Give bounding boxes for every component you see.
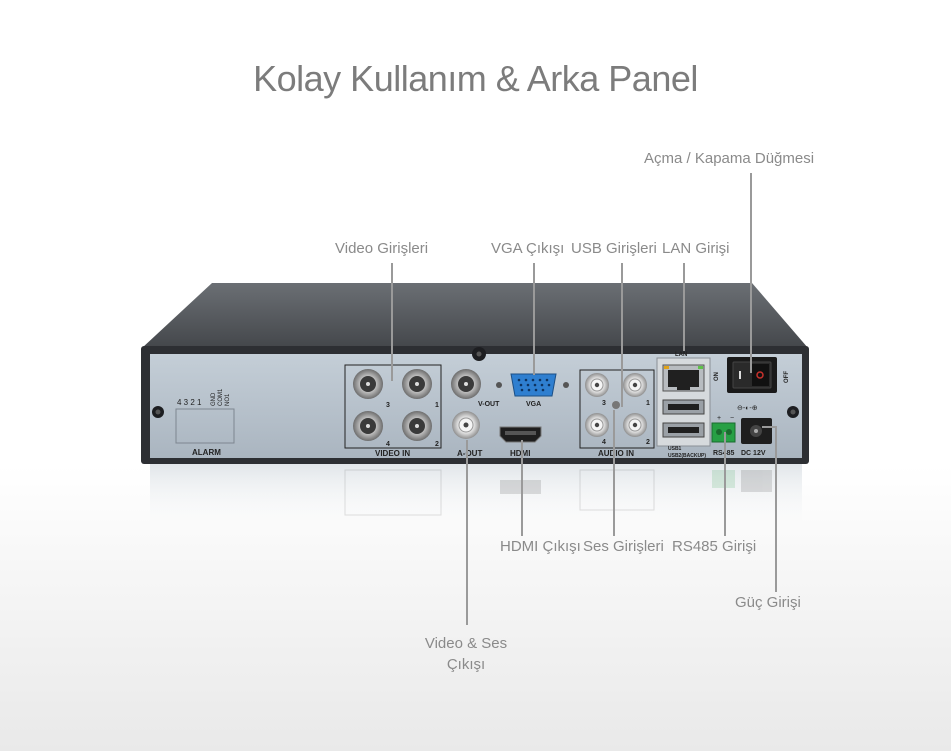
callout-line-lan: [683, 263, 685, 351]
svg-text:4: 4: [602, 439, 606, 446]
callout-line-video-in: [391, 263, 393, 381]
on-label: ON: [714, 372, 720, 381]
callout-line-av-out: [466, 440, 468, 625]
callout-line-audio-in: [613, 410, 615, 536]
svg-text:−: −: [730, 415, 734, 422]
callout-vga-out: VGA Çıkışı: [491, 240, 565, 257]
svg-text:1: 1: [646, 400, 650, 407]
audio-in-box: [579, 369, 655, 449]
callout-line-power-switch: [750, 173, 752, 373]
callout-power-in: Güç Girişi: [735, 594, 801, 611]
page-title: Kolay Kullanım & Arka Panel: [253, 58, 698, 99]
callout-lan: LAN Girişi: [662, 240, 730, 257]
rs485-label: RS485: [713, 450, 735, 457]
callout-line-usb: [621, 263, 623, 407]
alarm-pin-numbers: 4 3 2 1: [177, 398, 202, 407]
bnc-connector-3: [353, 369, 383, 399]
bnc-connector-2: [402, 411, 432, 441]
rs485-terminal: [711, 422, 736, 443]
hdmi-label: HDMI: [510, 449, 530, 458]
svg-text:2: 2: [435, 441, 439, 448]
callout-rs485: RS485 Girişi: [672, 538, 757, 555]
callout-line-vga: [533, 263, 535, 375]
a-out-label: A-OUT: [457, 449, 482, 458]
callout-audio-in: Ses Girişleri: [583, 538, 664, 555]
svg-text:2: 2: [646, 439, 650, 446]
vga-label: VGA: [526, 401, 541, 408]
svg-text:3: 3: [602, 400, 606, 407]
svg-text:⊖-◐-⊕: ⊖-◐-⊕: [737, 405, 758, 412]
callout-av-out-line1: Video & Ses: [424, 635, 508, 652]
svg-text:1: 1: [435, 402, 439, 409]
rca-input-4: [585, 413, 609, 437]
v-out-label: V-OUT: [478, 401, 500, 408]
callout-power-switch: Açma / Kapama Düğmesi: [644, 150, 815, 167]
svg-text:3: 3: [386, 402, 390, 409]
callout-line-power-in: [775, 426, 777, 592]
bnc-connector-4: [353, 411, 383, 441]
video-in-box: [344, 364, 442, 449]
off-label: OFF: [784, 371, 790, 383]
v-out-connector: [451, 369, 481, 399]
usb2-label: USB2(BACKUP): [668, 453, 706, 459]
lan-label: LAN: [675, 352, 687, 358]
rca-input-3: [585, 373, 609, 397]
callout-video-in: Video Girişleri: [335, 240, 429, 257]
svg-text:4: 4: [386, 441, 390, 448]
rca-input-1: [623, 373, 647, 397]
rca-input-2: [623, 413, 647, 437]
svg-text:+: +: [717, 415, 721, 422]
usb1-label: USB1: [668, 446, 682, 452]
alarm-label: ALARM: [192, 448, 221, 457]
callout-av-out-line2: Çıkışı: [446, 656, 486, 673]
audio-in-label: AUDIO IN: [598, 449, 634, 458]
video-in-label: VIDEO IN: [375, 449, 410, 458]
callout-line-hdmi: [521, 440, 523, 536]
alarm-terminal: [175, 408, 235, 444]
callout-line-rs485: [724, 432, 726, 536]
bnc-connector-1: [402, 369, 432, 399]
gnd-label: GND: [211, 392, 217, 406]
device-reflection: [150, 464, 802, 534]
callout-usb: USB Girişleri: [571, 240, 657, 257]
device-lid: [142, 283, 808, 348]
callout-line-power-in-h: [762, 426, 776, 428]
com1-label: COM1: [218, 388, 224, 406]
dc-label: DC 12V: [741, 450, 766, 457]
a-out-connector: [452, 411, 480, 439]
callout-hdmi-out: HDMI Çıkışı: [500, 538, 581, 555]
no1-label: NO1: [225, 393, 231, 406]
